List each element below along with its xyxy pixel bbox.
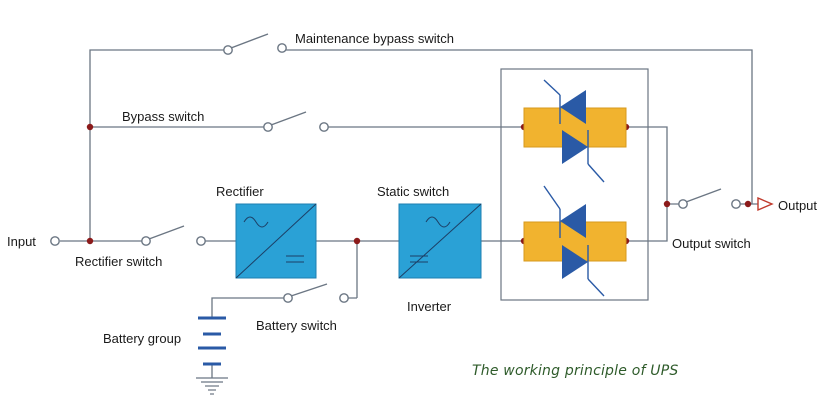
ground-icon <box>196 377 228 395</box>
switch-terminal <box>196 236 206 246</box>
switch-terminal <box>223 45 233 55</box>
label-battery-switch: Battery switch <box>256 318 337 333</box>
switch-terminal <box>319 122 329 132</box>
switch-terminal <box>141 236 151 246</box>
junction-bypass <box>86 123 94 131</box>
junction-output <box>744 200 752 208</box>
label-battery-group: Battery group <box>103 331 181 346</box>
switch-terminal <box>678 199 688 209</box>
thyristor-pair-upper <box>523 79 627 183</box>
ac-wave-icon <box>243 216 269 228</box>
rectifier-box <box>235 203 317 279</box>
static-switch-frame <box>500 68 649 301</box>
thyristor-pair-lower <box>523 185 627 297</box>
switch-blade <box>270 111 307 126</box>
output-arrow <box>757 196 774 212</box>
thyristor-reverse-icon <box>560 204 586 238</box>
junction-output-switch-in <box>663 200 671 208</box>
junction-dc-bus <box>353 237 361 245</box>
label-output: Output <box>778 198 817 213</box>
inverter-box <box>398 203 482 279</box>
label-static-switch: Static switch <box>377 184 449 199</box>
switch-blade <box>685 188 722 203</box>
battery-switch <box>283 283 349 303</box>
rectifier-diagonal <box>235 203 317 279</box>
inverter-diagonal <box>398 203 482 279</box>
switch-blade <box>290 283 328 297</box>
label-maintenance-bypass-switch: Maintenance bypass switch <box>295 31 454 46</box>
diagram-caption: The working principle of UPS <box>472 363 678 379</box>
output-switch <box>678 188 741 209</box>
label-rectifier-switch: Rectifier switch <box>75 254 162 269</box>
junction-input <box>86 237 94 245</box>
label-bypass-switch: Bypass switch <box>122 109 204 124</box>
switch-terminal <box>731 199 741 209</box>
thyristor-gate <box>587 278 605 297</box>
ac-wave-icon <box>425 216 451 228</box>
thyristor-forward-icon <box>562 130 588 164</box>
input-terminal <box>50 236 60 246</box>
thyristor-gate <box>543 185 561 210</box>
switch-blade <box>148 225 185 240</box>
switch-blade <box>230 33 269 49</box>
switch-terminal <box>283 293 293 303</box>
bypass-switch <box>263 111 329 132</box>
switch-terminal <box>339 293 349 303</box>
static-out-wire <box>626 126 682 242</box>
thyristor-forward-icon <box>562 245 588 279</box>
rectifier-switch <box>141 225 206 246</box>
input-terminal-circle <box>50 236 60 246</box>
thyristor-gate <box>543 79 561 96</box>
label-input: Input <box>7 234 36 249</box>
switch-terminal <box>277 43 287 53</box>
battery-group <box>198 316 226 366</box>
maintenance-bypass-switch <box>223 33 287 55</box>
switch-terminal <box>263 122 273 132</box>
thyristor-reverse-icon <box>560 90 586 124</box>
label-rectifier: Rectifier <box>216 184 264 199</box>
label-output-switch: Output switch <box>672 236 751 251</box>
thyristor-gate <box>587 163 605 183</box>
output-arrow-icon <box>757 196 774 212</box>
label-inverter: Inverter <box>407 299 452 314</box>
